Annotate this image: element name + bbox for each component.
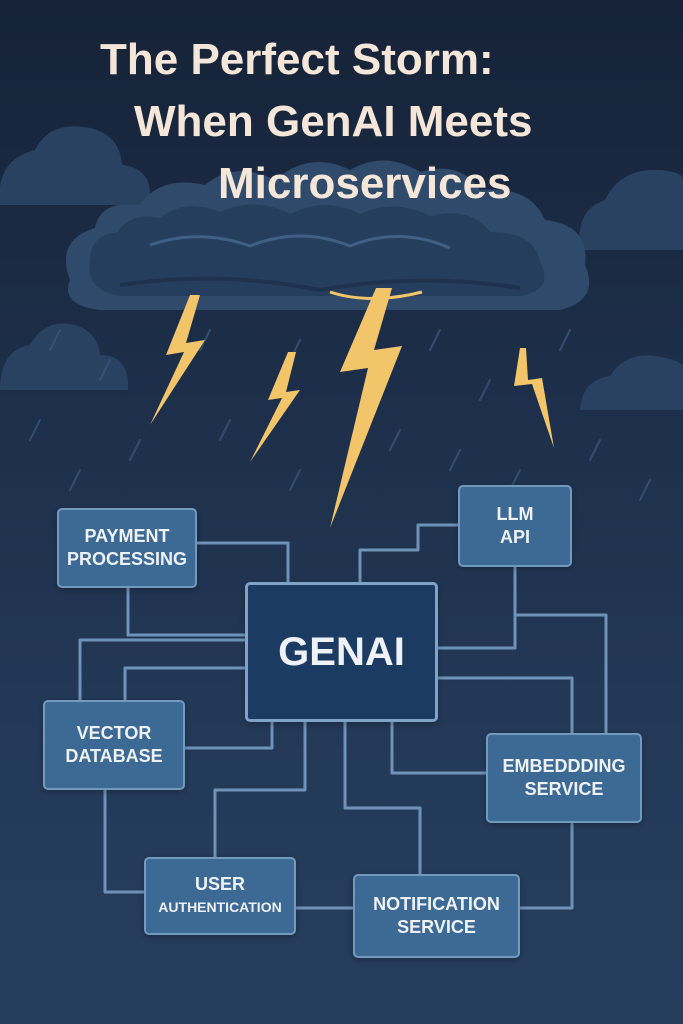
connector-lines — [78, 523, 608, 910]
vector-node-label-1: VECTOR — [76, 723, 152, 743]
user-node-label-2: AUTHENTICATION — [158, 899, 282, 915]
title-line-2: When GenAI Meets — [134, 97, 533, 146]
notification-node-label-2: SERVICE — [397, 917, 476, 937]
llm-node-label-1: LLM — [496, 504, 534, 524]
storm-cloud — [65, 160, 590, 310]
embedding-service-node: EMBEDDDING SERVICE — [486, 733, 642, 823]
user-node-label-1: USER — [194, 874, 245, 894]
vector-database-node: VECTOR DATABASE — [43, 700, 185, 790]
embedding-node-label-2: SERVICE — [524, 779, 604, 799]
payment-node-label-2: PROCESSING — [66, 549, 188, 569]
title-line-1: The Perfect Storm: — [100, 35, 494, 84]
notification-node-label-1: NOTIFICATION — [373, 894, 500, 914]
embedding-node-label-1: EMBEDDDING — [502, 756, 626, 776]
payment-processing-node: PAYMENT PROCESSING — [57, 508, 197, 588]
background-clouds — [0, 126, 683, 410]
genai-center-node: GENAI — [245, 582, 438, 722]
vector-node-label-2: DATABASE — [65, 746, 163, 766]
payment-node-label-1: PAYMENT — [84, 526, 170, 546]
lightning-bolts — [150, 288, 554, 528]
rain-streaks — [29, 329, 651, 501]
llm-node-label-2: API — [499, 527, 530, 547]
user-authentication-node: USER AUTHENTICATION — [144, 857, 296, 935]
genai-node-label: GENAI — [278, 629, 405, 674]
title-line-3: Microservices — [218, 159, 512, 208]
llm-api-node: LLM API — [458, 485, 572, 567]
notification-service-node: NOTIFICATION SERVICE — [353, 874, 520, 958]
